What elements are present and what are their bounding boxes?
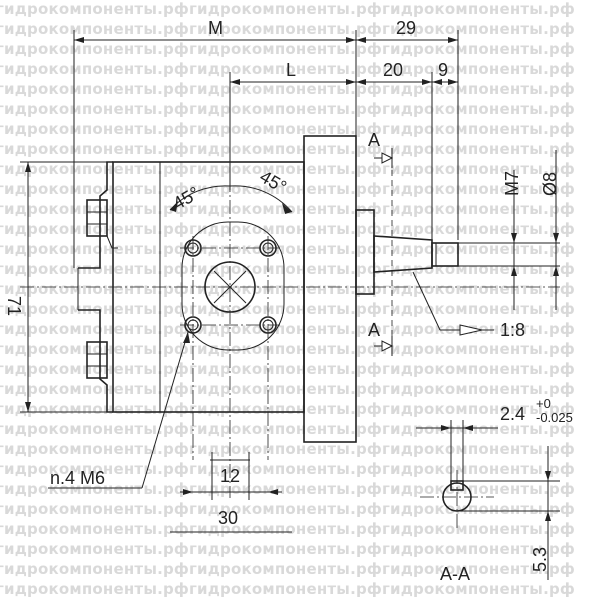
section-view: 5.3 A-A [440, 446, 560, 584]
watermark-text: гидрокомпоненты.рфгидрокомпоненты.рфгидр… [0, 400, 575, 418]
dim-29: 29 [356, 18, 459, 240]
dim-71: 71 [4, 161, 113, 413]
dim-20-label: 20 [383, 60, 403, 80]
watermark-text: гидрокомпоненты.рфгидрокомпоненты.рфгидр… [0, 560, 575, 578]
dim-5-3-label: 5.3 [530, 547, 550, 572]
dim-9-label: 9 [438, 60, 448, 80]
section-markers: A A [368, 130, 394, 356]
dim-29-label: 29 [396, 18, 416, 38]
thread-label: n.4 M6 [50, 468, 105, 488]
dim-shaft: M7 Ø8 [458, 150, 560, 310]
dim-L: L [229, 60, 356, 190]
watermark-text: гидрокомпоненты.рфгидрокомпоненты.рфгидр… [0, 20, 575, 38]
dim-L-label: L [286, 60, 296, 80]
watermark-text: гидрокомпоненты.рфгидрокомпоненты.рфгидр… [0, 260, 575, 278]
watermark-text: гидрокомпоненты.рфгидрокомпоненты.рфгидр… [0, 180, 575, 198]
watermark-text: гидрокомпоненты.рфгидрокомпоненты.рфгидр… [0, 500, 575, 518]
watermark-text: гидрокомпоненты.рфгидрокомпоненты.рфгидр… [0, 440, 575, 458]
watermark-text: гидрокомпоненты.рфгидрокомпоненты.рфгидр… [0, 0, 575, 18]
watermark-text: гидрокомпоненты.рфгидрокомпоненты.рфгидр… [0, 580, 575, 598]
dim-key: 2.4 +0 -0.025 [416, 396, 573, 484]
dim-20-9: 20 9 [356, 60, 458, 240]
section-marker-top: A [368, 130, 380, 150]
watermark-layer: гидрокомпоненты.рфгидрокомпоненты.рфгидр… [0, 0, 575, 598]
dim-key-label: 2.4 [500, 404, 525, 424]
dim-30-label: 30 [218, 508, 238, 528]
watermark-text: гидрокомпоненты.рфгидрокомпоненты.рфгидр… [0, 320, 575, 338]
dim-M-label: M [208, 18, 223, 38]
dim-71-label: 71 [4, 296, 24, 316]
watermark-text: гидрокомпоненты.рфгидрокомпоненты.рфгидр… [0, 340, 575, 358]
watermark-text: гидрокомпоненты.рфгидрокомпоненты.рфгидр… [0, 60, 575, 78]
watermark-text: гидрокомпоненты.рфгидрокомпоненты.рфгидр… [0, 220, 575, 238]
taper-callout: 1:8 [412, 271, 525, 340]
watermark-text: гидрокомпоненты.рфгидрокомпоненты.рфгидр… [0, 240, 575, 258]
watermark-text: гидрокомпоненты.рфгидрокомпоненты.рфгидр… [0, 300, 575, 318]
thread-callout: n.4 M6 [48, 331, 190, 489]
watermark-text: гидрокомпоненты.рфгидрокомпоненты.рфгидр… [0, 40, 575, 58]
watermark-text: гидрокомпоненты.рфгидрокомпоненты.рфгидр… [0, 420, 575, 438]
dim-12-label: 12 [220, 466, 240, 486]
dim-M: M [73, 18, 357, 268]
dim-key-tol-upper: +0 [536, 396, 551, 411]
section-marker-bottom: A [368, 320, 380, 340]
watermark-text: гидрокомпоненты.рфгидрокомпоненты.рфгидр… [0, 520, 575, 538]
watermark-text: гидрокомпоненты.рфгидрокомпоненты.рфгидр… [0, 480, 575, 498]
watermark-text: гидрокомпоненты.рфгидрокомпоненты.рфгидр… [0, 380, 575, 398]
watermark-text: гидрокомпоненты.рфгидрокомпоненты.рфгидр… [0, 540, 575, 558]
watermark-text: гидрокомпоненты.рфгидрокомпоненты.рфгидр… [0, 100, 575, 118]
watermark-text: гидрокомпоненты.рфгидрокомпоненты.рфгидр… [0, 140, 575, 158]
dim-dia8-label: Ø8 [540, 172, 560, 196]
watermark-text: гидрокомпоненты.рфгидрокомпоненты.рфгидр… [0, 360, 575, 378]
section-label: A-A [440, 564, 470, 584]
taper-label: 1:8 [500, 320, 525, 340]
dim-12-30: 12 30 [170, 452, 292, 533]
watermark-text: гидрокомпоненты.рфгидрокомпоненты.рфгидр… [0, 160, 575, 178]
dim-M7-label: M7 [502, 171, 522, 196]
watermark-text: гидрокомпоненты.рфгидрокомпоненты.рфгидр… [0, 120, 575, 138]
dim-key-tol-lower: -0.025 [536, 410, 573, 425]
watermark-text: гидрокомпоненты.рфгидрокомпоненты.рфгидр… [0, 460, 575, 478]
watermark-text: гидрокомпоненты.рфгидрокомпоненты.рфгидр… [0, 80, 575, 98]
watermark-text: гидрокомпоненты.рфгидрокомпоненты.рфгидр… [0, 280, 575, 298]
